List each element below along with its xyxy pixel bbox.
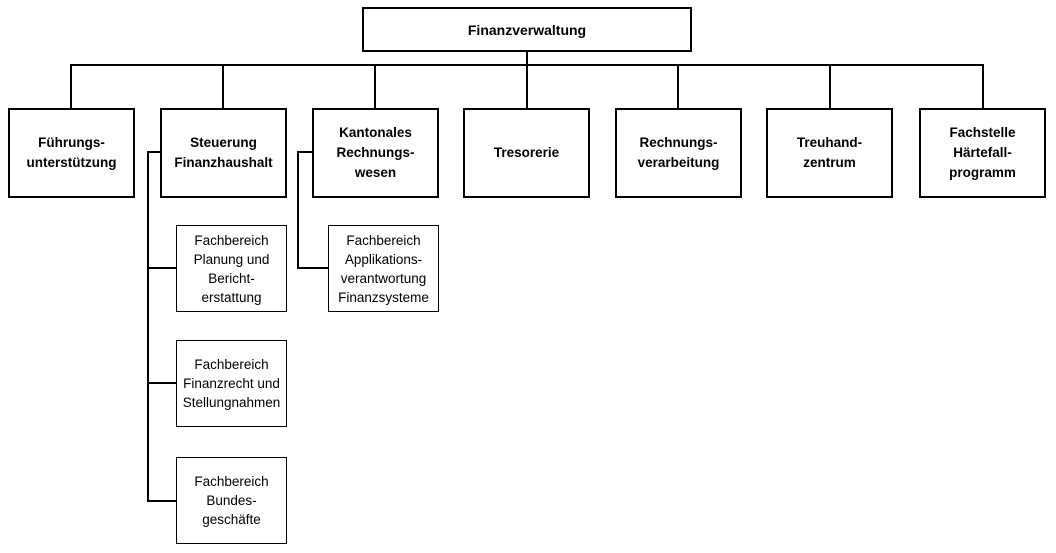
org-box-fachbereich-planung-berichterstattung: Fachbereich Planung und Bericht- erstatt… bbox=[176, 225, 287, 312]
connector-drop-rechnungsverarbeitung bbox=[677, 64, 679, 108]
connector-drop-treuhandzentrum bbox=[829, 64, 831, 108]
connector-stub-fachbereich-finanzrecht bbox=[147, 382, 176, 384]
org-box-fachbereich-applikationsverantwortung-finanzsysteme: Fachbereich Applikations- verantwortung … bbox=[328, 225, 439, 312]
connector-steuerung-branch-vertical bbox=[147, 151, 149, 502]
connector-drop-steuerung-finanzhaushalt bbox=[222, 64, 224, 108]
connector-stub-fachbereich-planung bbox=[147, 267, 176, 269]
org-box-fachbereich-finanzrecht-stellungnahmen: Fachbereich Finanzrecht und Stellungnahm… bbox=[176, 340, 287, 427]
org-box-finanzverwaltung: Finanzverwaltung bbox=[362, 7, 692, 52]
org-box-rechnungsverarbeitung: Rechnungs- verarbeitung bbox=[615, 108, 742, 198]
connector-drop-fachstelle-haertefallprogramm bbox=[982, 64, 984, 108]
connector-stub-fachbereich-applikationsverantwortung bbox=[297, 267, 328, 269]
connector-drop-kantonales-rechnungswesen bbox=[374, 64, 376, 108]
connector-stub-fachbereich-bundesgeschaefte bbox=[147, 500, 176, 502]
connector-drop-tresorerie bbox=[526, 64, 528, 108]
org-box-steuerung-finanzhaushalt: Steuerung Finanzhaushalt bbox=[160, 108, 287, 198]
org-box-treuhandzentrum: Treuhand- zentrum bbox=[766, 108, 893, 198]
org-box-fachstelle-haertefallprogramm: Fachstelle Härtefall- programm bbox=[919, 108, 1046, 198]
connector-steuerung-branch-stub bbox=[147, 151, 160, 153]
connector-kantonales-branch-vertical bbox=[297, 151, 299, 269]
connector-drop-fuehrungsunterstuetzung bbox=[70, 64, 72, 108]
org-box-fuehrungsunterstuetzung: Führungs- unterstützung bbox=[8, 108, 135, 198]
org-box-fachbereich-bundesgeschaefte: Fachbereich Bundes- geschäfte bbox=[176, 457, 287, 544]
connector-kantonales-branch-stub bbox=[297, 151, 312, 153]
connector-root-trunk bbox=[526, 52, 528, 66]
org-box-kantonales-rechnungswesen: Kantonales Rechnungs- wesen bbox=[312, 108, 439, 198]
org-box-tresorerie: Tresorerie bbox=[463, 108, 590, 198]
